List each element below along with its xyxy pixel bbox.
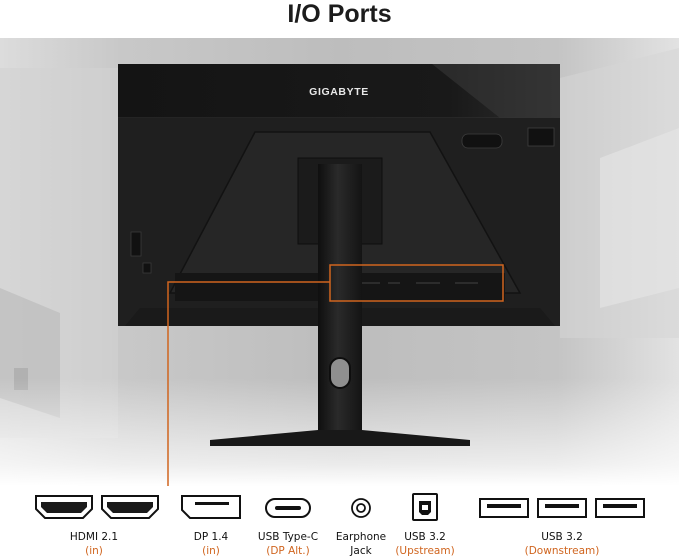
port-label-earphone: Earphone Jack	[321, 530, 401, 558]
port-note: (Upstream)	[395, 545, 455, 557]
port-name: USB Type-C	[257, 531, 319, 543]
port-label-usb-downstream: USB 3.2 (Downstream)	[507, 530, 617, 558]
port-name: HDMI 2.1	[69, 531, 119, 543]
port-note: (Downstream)	[524, 545, 600, 557]
port-label-dp: DP 1.4 (in)	[166, 530, 256, 558]
port-label-usb-upstream: USB 3.2 (Upstream)	[380, 530, 470, 558]
usb-c-port-icon	[265, 498, 311, 518]
port-sub: Jack	[350, 545, 372, 557]
port-label-hdmi: HDMI 2.1 (in)	[44, 530, 144, 558]
monitor-rear-photo: GIGABYTE	[0, 38, 679, 486]
port-name: USB 3.2	[404, 531, 446, 543]
port-name: USB 3.2	[541, 531, 583, 543]
port-name: Earphone	[335, 531, 387, 543]
displayport-icon	[181, 495, 241, 519]
usb-a-port-icon	[479, 498, 529, 518]
page-title: I/O Ports	[287, 0, 392, 28]
port-name: DP 1.4	[193, 531, 229, 543]
hdmi-port-icon	[35, 495, 93, 519]
port-note: (in)	[202, 545, 220, 557]
usb-a-port-icon	[537, 498, 587, 518]
usb-b-port-icon	[412, 493, 438, 521]
earphone-jack-icon	[351, 498, 371, 518]
usb-a-port-icon	[595, 498, 645, 518]
port-label-usb-c: USB Type-C (DP Alt.)	[243, 530, 333, 558]
port-note: (in)	[85, 545, 103, 557]
monitor-brand-logo: GIGABYTE	[309, 86, 369, 98]
hdmi-port-icon	[101, 495, 159, 519]
port-note: (DP Alt.)	[266, 545, 310, 557]
